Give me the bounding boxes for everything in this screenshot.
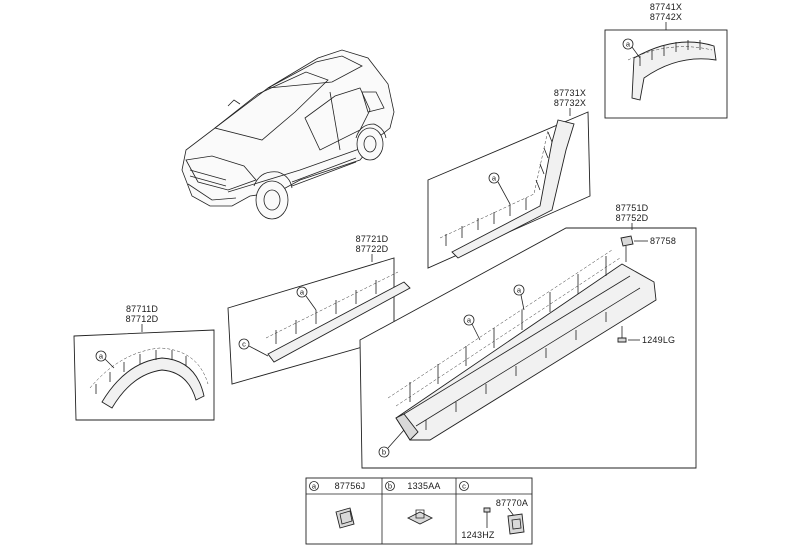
quarter-box xyxy=(427,111,591,269)
part-number-87732x: 87732X xyxy=(554,98,586,108)
callout-a-front-arch: a xyxy=(99,352,104,361)
callout-c-front-door: c xyxy=(242,340,246,349)
quarter-garnish-molding xyxy=(451,119,575,259)
legend-marker-c: c xyxy=(462,482,466,491)
legend-marker-a: a xyxy=(312,482,317,491)
part-number-87742x: 87742X xyxy=(650,12,682,22)
legend-marker-b: b xyxy=(388,482,392,491)
legend-part-1335aa: 1335AA xyxy=(407,481,440,491)
part-number-87731x: 87731X xyxy=(554,88,586,98)
part-number-87741x: 87741X xyxy=(650,2,682,12)
legend-part-87756j: 87756J xyxy=(335,481,366,491)
part-number-87751d: 87751D xyxy=(616,203,649,213)
front-door-side-molding xyxy=(267,281,411,363)
screw-1249lg-icon xyxy=(617,337,627,343)
part-number-1249lg: 1249LG xyxy=(642,335,675,345)
group-side-sill: 87751D 87752D a a b 87758 1249LG xyxy=(359,203,697,469)
part-number-87758: 87758 xyxy=(650,236,676,246)
legend-part-1243hz: 1243HZ xyxy=(461,530,495,540)
part-number-87722d: 87722D xyxy=(356,244,389,254)
rear-wheel-arch-molding xyxy=(631,41,717,101)
part-number-87711d: 87711D xyxy=(126,304,158,314)
callout-a-side-sill-left: a xyxy=(467,316,472,325)
vehicle-illustration xyxy=(181,49,395,220)
callout-a-rear-arch: a xyxy=(626,40,631,49)
clip-87770a-icon xyxy=(507,513,525,535)
callout-b-side-sill: b xyxy=(382,448,386,457)
group-front-arch: 87711D 87712D a xyxy=(73,304,215,421)
part-number-87712d: 87712D xyxy=(126,314,159,324)
callout-a-quarter: a xyxy=(492,174,497,183)
legend-part-87770a: 87770A xyxy=(496,498,528,508)
part-number-87721d: 87721D xyxy=(356,234,389,244)
front-wheel-arch-molding xyxy=(101,357,205,409)
legend-table: a 87756J b 1335AA c 87770A 1243HZ xyxy=(305,477,533,545)
callout-a-front-door: a xyxy=(300,288,305,297)
clip-87758-icon xyxy=(620,235,634,247)
screw-1243hz-icon xyxy=(483,507,491,513)
callout-a-side-sill-right: a xyxy=(517,286,522,295)
group-rear-arch: 87741X 87742X a xyxy=(604,2,728,119)
group-quarter: 87731X 87732X a xyxy=(427,88,591,269)
part-number-87752d: 87752D xyxy=(616,213,649,223)
fastener-87756j-icon xyxy=(335,507,355,529)
